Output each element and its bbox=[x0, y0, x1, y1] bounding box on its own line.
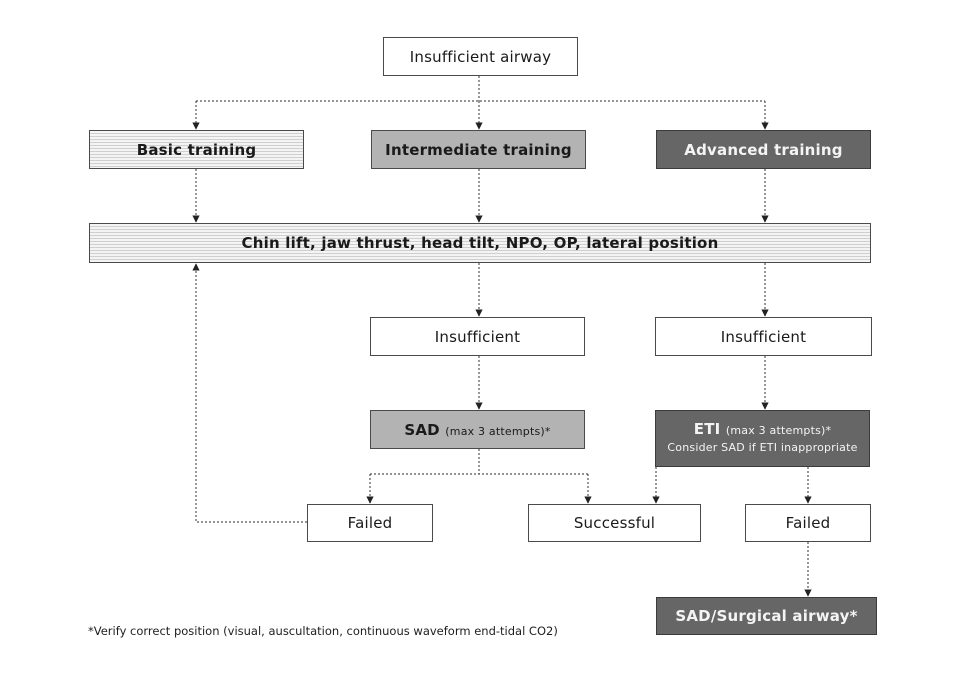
insufficient-left-label: Insufficient bbox=[434, 327, 521, 346]
sad-attempts-note: (max 3 attempts)* bbox=[445, 424, 551, 438]
surgical-airway-label: SAD/Surgical airway* bbox=[675, 607, 858, 625]
advanced-training-label: Advanced training bbox=[684, 140, 843, 159]
eti-attempts-note: (max 3 attempts)* bbox=[725, 424, 832, 437]
sad-label: SAD bbox=[404, 420, 440, 439]
insufficient-left-node: Insufficient bbox=[370, 317, 585, 356]
eti-node: ETI (max 3 attempts)* Consider SAD if ET… bbox=[655, 410, 870, 467]
successful-label: Successful bbox=[573, 514, 656, 532]
arrow-failed-loop-back bbox=[192, 263, 307, 523]
failed-right-node: Failed bbox=[745, 504, 871, 542]
footnote: *Verify correct position (visual, auscul… bbox=[88, 624, 558, 638]
insufficient-right-label: Insufficient bbox=[720, 327, 807, 346]
sad-node: SAD (max 3 attempts)* bbox=[370, 410, 585, 449]
intermediate-training-node: Intermediate training bbox=[371, 130, 586, 169]
insufficient-right-node: Insufficient bbox=[655, 317, 872, 356]
failed-right-label: Failed bbox=[785, 514, 831, 532]
advanced-training-node: Advanced training bbox=[656, 130, 871, 169]
basic-measures-label: Chin lift, jaw thrust, head tilt, NPO, O… bbox=[241, 234, 719, 252]
basic-training-label: Basic training bbox=[136, 140, 257, 159]
failed-left-node: Failed bbox=[307, 504, 433, 542]
basic-training-node: Basic training bbox=[89, 130, 304, 169]
eti-consider-note: Consider SAD if ETI inappropriate bbox=[667, 441, 858, 454]
intermediate-training-label: Intermediate training bbox=[385, 140, 572, 159]
start-label: Insufficient airway bbox=[409, 47, 552, 66]
basic-measures-node: Chin lift, jaw thrust, head tilt, NPO, O… bbox=[89, 223, 871, 263]
surgical-airway-node: SAD/Surgical airway* bbox=[656, 597, 877, 635]
successful-node: Successful bbox=[528, 504, 701, 542]
failed-left-label: Failed bbox=[347, 514, 393, 532]
start-node: Insufficient airway bbox=[383, 37, 578, 76]
eti-label: ETI bbox=[693, 420, 721, 438]
